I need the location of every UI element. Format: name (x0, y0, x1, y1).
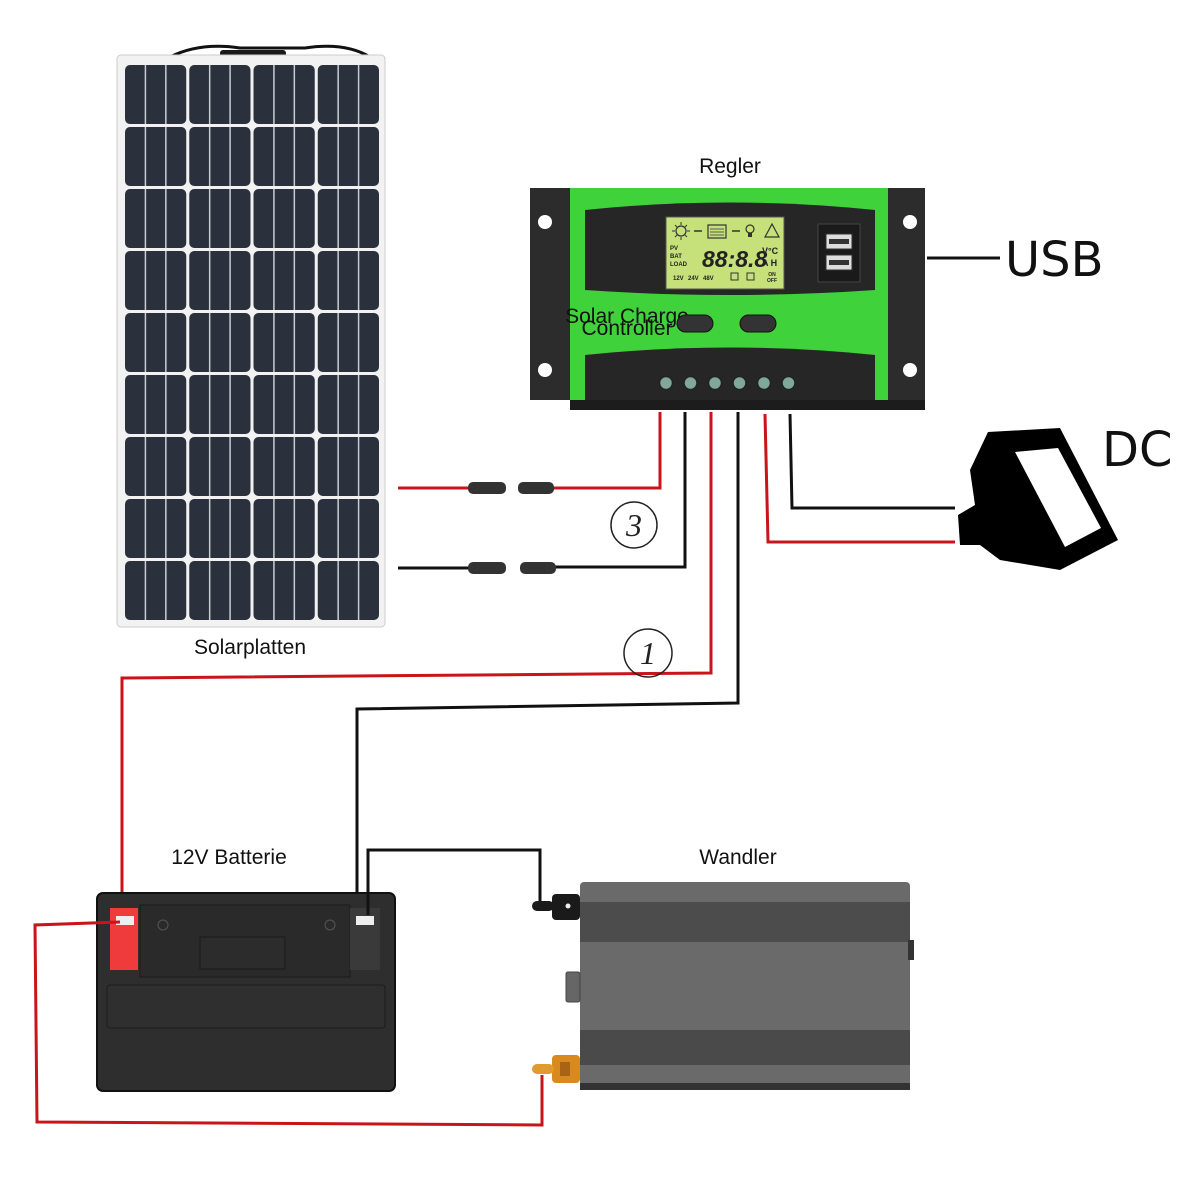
wire-solar-negative (398, 412, 687, 570)
terminal-screw[interactable] (658, 375, 674, 391)
inverter (532, 882, 914, 1090)
plus-symbol-icon (157, 919, 169, 931)
solar-cell (189, 251, 251, 310)
step-1-marker: 1 (623, 628, 673, 678)
wire-battery-positive (120, 412, 713, 905)
terminal-block (658, 375, 796, 391)
solar-panel-label: Solarplatten (194, 636, 306, 659)
positive-post-icon (532, 1055, 580, 1083)
solar-cell (125, 375, 187, 434)
lcd-24v: 24V (688, 276, 699, 282)
lcd-pv: PV (670, 246, 678, 252)
solar-cell (317, 189, 379, 248)
solar-cell (317, 127, 379, 186)
solar-cell (125, 251, 187, 310)
lcd-48v: 48V (703, 276, 714, 282)
wire-solar-positive (398, 412, 662, 490)
battery-icon (707, 224, 727, 239)
solar-cell (253, 65, 315, 124)
solar-cell (189, 499, 251, 558)
solar-cell (125, 127, 187, 186)
solar-panel (116, 44, 386, 628)
timer1-icon (730, 272, 739, 281)
warning-icon (763, 222, 781, 238)
solar-cell (317, 499, 379, 558)
solar-cell (317, 65, 379, 124)
solar-cell (317, 313, 379, 372)
solar-cell (189, 189, 251, 248)
solar-cell (189, 65, 251, 124)
solar-cell (189, 313, 251, 372)
dc-label: DC (1102, 422, 1172, 478)
lcd-load: LOAD (670, 262, 688, 268)
wire-inverter-positive (33, 920, 544, 1127)
solar-cell (253, 437, 315, 496)
timer2-icon (746, 272, 755, 281)
negative-post-icon (532, 894, 580, 920)
charge-controller: PV BAT LOAD 88:8.8 V°C A H 12V 24V 48V O… (530, 188, 925, 410)
solar-cell (189, 561, 251, 620)
solar-cell (253, 251, 315, 310)
wire-inverter-negative (366, 848, 542, 915)
solar-cell (317, 251, 379, 310)
terminal-screw[interactable] (732, 375, 747, 391)
minus-symbol-icon (324, 919, 336, 931)
lcd-off: OFF (767, 278, 777, 284)
svg-text:3: 3 (625, 507, 642, 543)
brand-line-1: Solar Charge (565, 305, 689, 328)
usb-label: USB (1005, 232, 1104, 288)
mc4-connectors (468, 482, 556, 574)
terminal-screw[interactable] (683, 375, 698, 391)
controller-button-1[interactable] (676, 314, 714, 333)
lcd-on: ON (768, 272, 776, 278)
lcd-units-bottom: A H (762, 258, 777, 268)
bulb-icon (745, 224, 755, 237)
controller-label: Regler (699, 155, 761, 178)
solar-cell (253, 127, 315, 186)
lcd-digits: 88:8.8 (702, 246, 767, 272)
solar-cell (125, 313, 187, 372)
terminal-screw[interactable] (756, 375, 772, 391)
brand-line-2: Controller (581, 317, 672, 340)
lcd-12v: 12V (673, 276, 684, 282)
wire-battery-negative (355, 412, 740, 910)
solar-cell (253, 561, 315, 620)
solar-cell (253, 313, 315, 372)
inverter-label: Wandler (699, 846, 776, 869)
solar-cell (189, 127, 251, 186)
solar-cell (189, 375, 251, 434)
sun-icon (672, 222, 690, 240)
solar-cell (253, 189, 315, 248)
solar-cell (317, 561, 379, 620)
lcd-bat: BAT (670, 254, 682, 260)
dc-lamp-icon (958, 428, 1118, 570)
controller-button-2[interactable] (739, 314, 777, 333)
step-3-marker: 3 (610, 501, 658, 549)
solar-cell (253, 375, 315, 434)
solar-cell (253, 499, 315, 558)
solar-cell (189, 437, 251, 496)
terminal-screw[interactable] (707, 375, 723, 391)
wire-load-positive (763, 413, 955, 544)
wire-load-negative (788, 413, 955, 510)
lcd-units-top: V°C (762, 246, 779, 256)
solar-cell (125, 189, 187, 248)
solar-cell (125, 65, 187, 124)
battery (96, 892, 396, 1092)
svg-text:1: 1 (640, 635, 656, 671)
terminal-screw[interactable] (781, 375, 796, 391)
solar-cell (125, 437, 187, 496)
solar-cell (125, 499, 187, 558)
battery-label: 12V Batterie (171, 846, 287, 869)
solar-cell (317, 437, 379, 496)
solar-cell (125, 561, 187, 620)
solar-cells (125, 65, 379, 620)
solar-cell (317, 375, 379, 434)
